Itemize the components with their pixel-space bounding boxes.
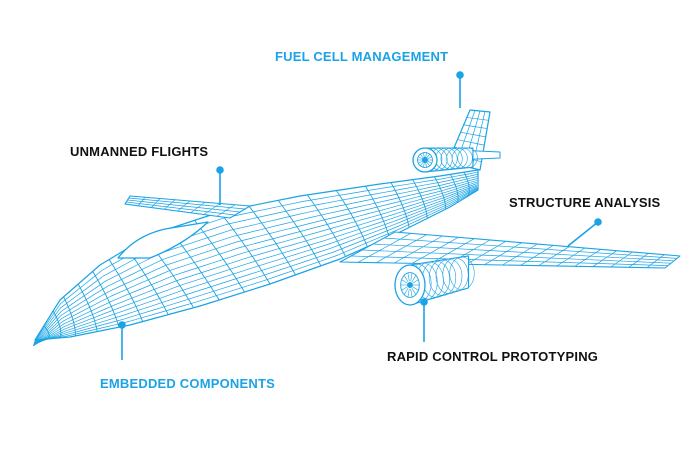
leader-structure bbox=[567, 218, 602, 247]
leader-fuel-cell bbox=[456, 71, 464, 108]
wing-left bbox=[124, 195, 251, 219]
label-unmanned-flights: UNMANNED FLIGHTS bbox=[70, 144, 209, 159]
label-fuel-cell-management: FUEL CELL MANAGEMENT bbox=[275, 49, 449, 64]
label-embedded-components: EMBEDDED COMPONENTS bbox=[100, 376, 275, 391]
wing-right bbox=[339, 231, 681, 269]
label-rapid-control-prototyping: RAPID CONTROL PROTOTYPING bbox=[387, 349, 599, 364]
engine-tail bbox=[412, 147, 478, 173]
leader-embedded bbox=[118, 321, 126, 360]
fuselage bbox=[32, 169, 479, 347]
label-structure-analysis: STRUCTURE ANALYSIS bbox=[509, 195, 661, 210]
engine-underwing bbox=[394, 255, 475, 306]
leader-unmanned bbox=[216, 166, 224, 205]
leader-rapid-control bbox=[420, 298, 428, 342]
